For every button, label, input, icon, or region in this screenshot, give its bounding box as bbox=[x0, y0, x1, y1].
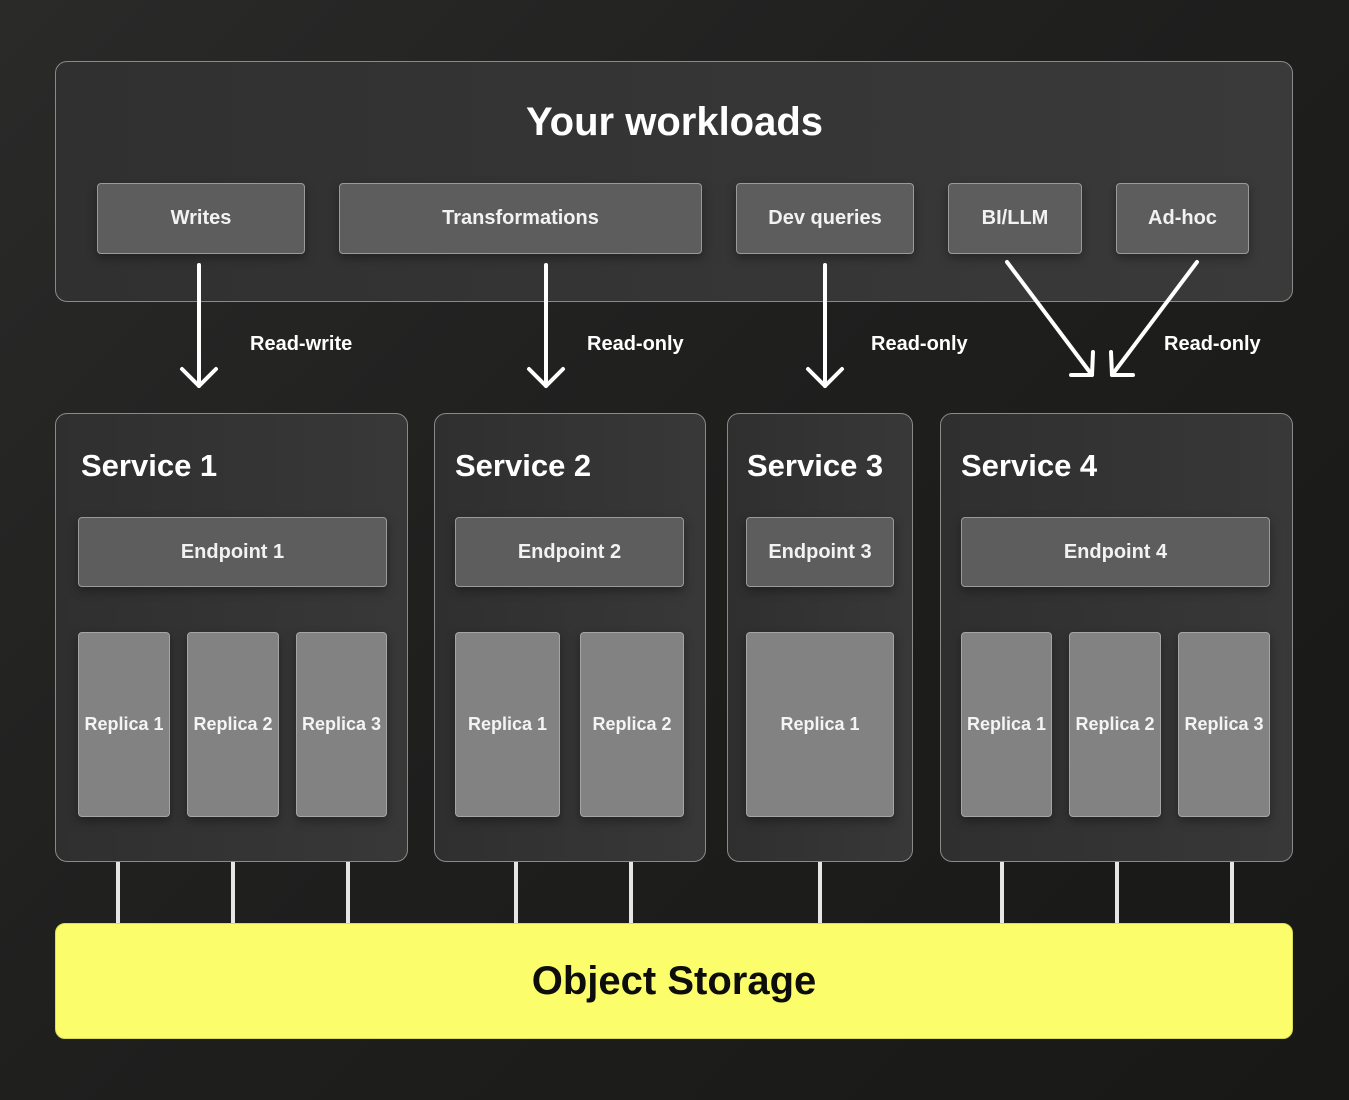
service-4-title: Service 4 bbox=[961, 448, 1098, 483]
object-storage[interactable]: Object Storage bbox=[55, 923, 1293, 1039]
edge-label-read-only: Read-only bbox=[871, 333, 968, 355]
service-1-title: Service 1 bbox=[81, 448, 218, 483]
endpoint-1[interactable]: Endpoint 1 bbox=[78, 517, 387, 587]
workload-transformations[interactable]: Transformations bbox=[339, 183, 702, 254]
workload-writes[interactable]: Writes bbox=[97, 183, 305, 254]
service-3-replica-1[interactable]: Replica 1 bbox=[746, 632, 894, 817]
workloads-title: Your workloads bbox=[525, 100, 824, 144]
edge-label-read-only: Read-only bbox=[1164, 333, 1261, 355]
endpoint-3[interactable]: Endpoint 3 bbox=[746, 517, 894, 587]
service-3-title: Service 3 bbox=[747, 448, 884, 483]
edge-label-read-write: Read-write bbox=[250, 333, 353, 355]
service-1-replica-1[interactable]: Replica 1 bbox=[78, 632, 170, 817]
workload-dev-queries[interactable]: Dev queries bbox=[736, 183, 914, 254]
service-2-replica-1[interactable]: Replica 1 bbox=[455, 632, 560, 817]
service-1-replica-3[interactable]: Replica 3 bbox=[296, 632, 387, 817]
service-2-replica-2[interactable]: Replica 2 bbox=[580, 632, 684, 817]
service-1-replica-2[interactable]: Replica 2 bbox=[187, 632, 279, 817]
service-4-replica-1[interactable]: Replica 1 bbox=[961, 632, 1052, 817]
edge-label-read-only: Read-only bbox=[587, 333, 684, 355]
service-2-title: Service 2 bbox=[455, 448, 592, 483]
service-4-replica-3[interactable]: Replica 3 bbox=[1178, 632, 1270, 817]
service-4-replica-2[interactable]: Replica 2 bbox=[1069, 632, 1161, 817]
workload-ad-hoc[interactable]: Ad-hoc bbox=[1116, 183, 1249, 254]
endpoint-4[interactable]: Endpoint 4 bbox=[961, 517, 1270, 587]
workload-bi-llm[interactable]: BI/LLM bbox=[948, 183, 1082, 254]
endpoint-2[interactable]: Endpoint 2 bbox=[455, 517, 684, 587]
